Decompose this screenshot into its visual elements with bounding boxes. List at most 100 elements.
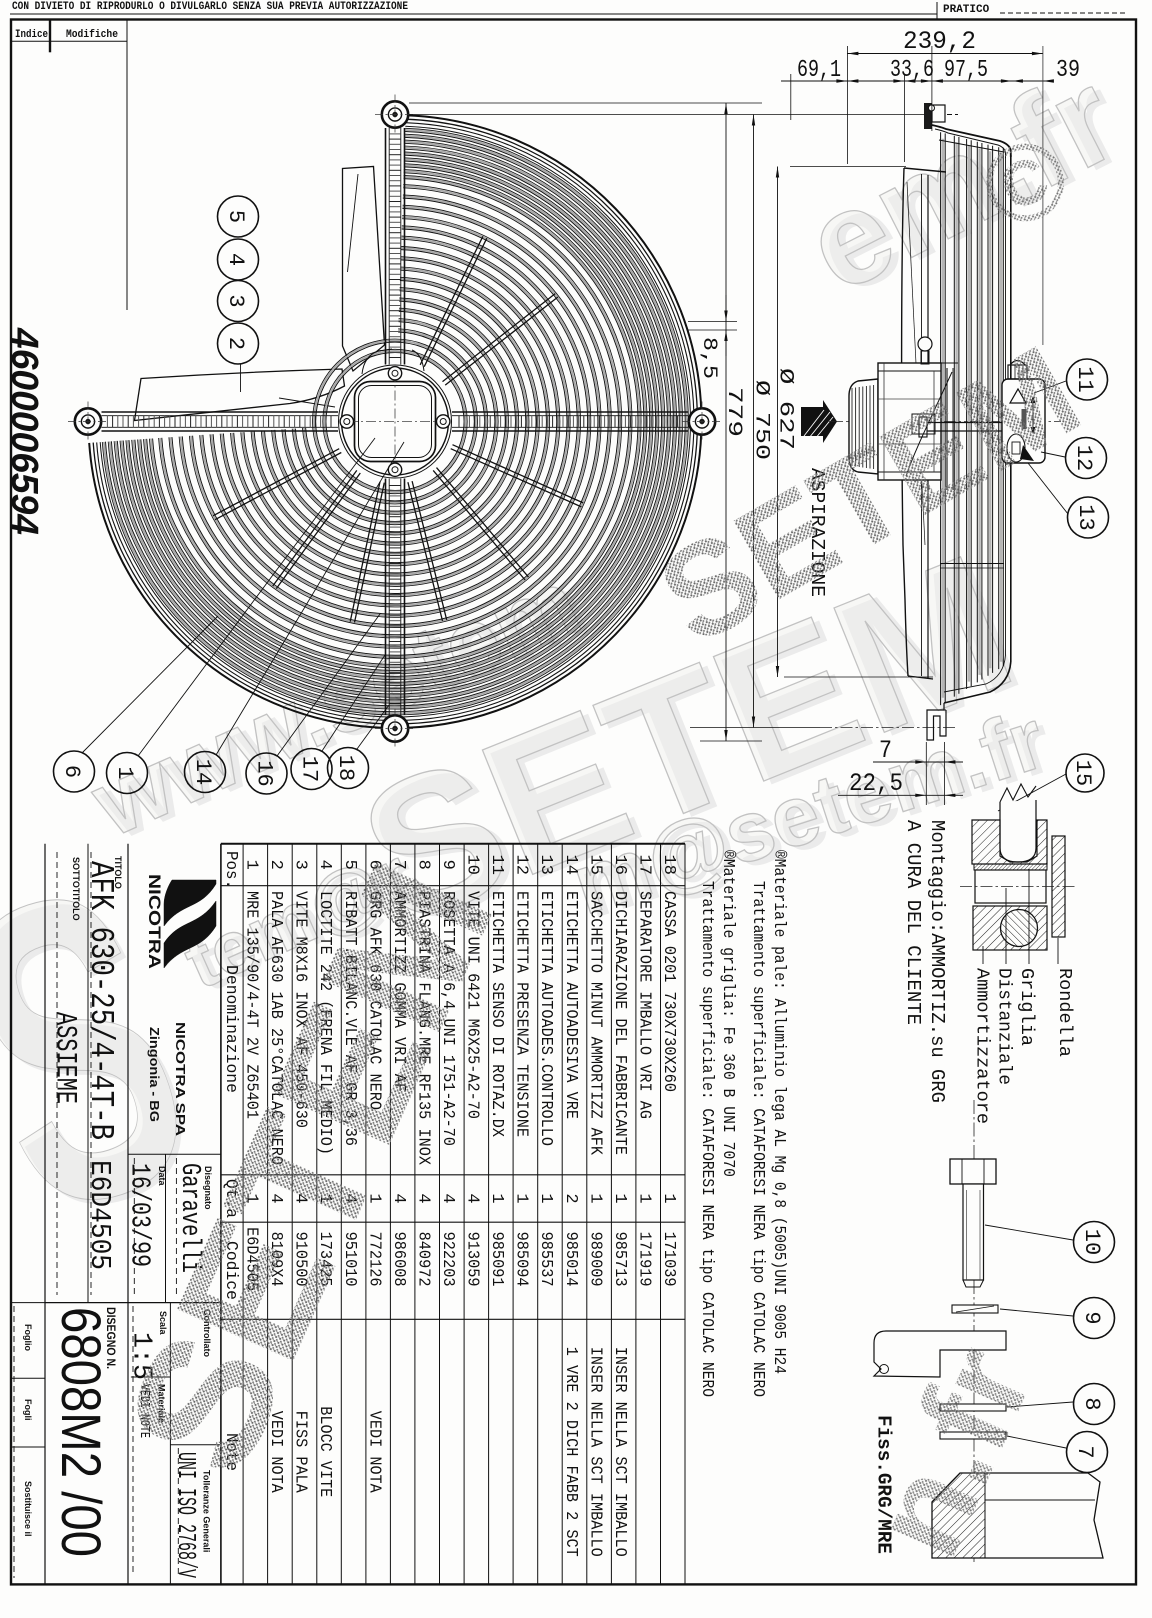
- svg-text:922203: 922203: [438, 1232, 457, 1287]
- svg-text:Trattamento superficiale: CATA: Trattamento superficiale: CATAFORESI NER…: [748, 881, 767, 1397]
- svg-text:Ammortizzatore: Ammortizzatore: [972, 968, 992, 1124]
- svg-text:8109X4: 8109X4: [266, 1232, 285, 1287]
- svg-text:2: 2: [223, 337, 248, 350]
- svg-text:18: 18: [333, 755, 358, 781]
- svg-text:Codice: Codice: [221, 1241, 240, 1300]
- svg-text:910500: 910500: [291, 1232, 310, 1287]
- svg-text:Indice: Indice: [15, 29, 48, 41]
- svg-text:ETICHETTA AUTOADESIVA VRE: ETICHETTA AUTOADESIVA VRE: [561, 891, 580, 1119]
- svg-text:1: 1: [634, 1193, 653, 1203]
- svg-text:1: 1: [315, 1193, 334, 1203]
- svg-text:Materiale: Materiale: [157, 1384, 167, 1423]
- svg-text:4: 4: [315, 860, 334, 870]
- svg-text:3: 3: [223, 294, 248, 307]
- svg-text:9: 9: [438, 860, 457, 870]
- svg-text:985537: 985537: [536, 1232, 555, 1287]
- svg-text:1: 1: [364, 1193, 383, 1203]
- svg-text:Tolleranze Generali: Tolleranze Generali: [202, 1470, 212, 1552]
- svg-text:8: 8: [413, 860, 432, 870]
- svg-text:Rondella: Rondella: [1054, 968, 1074, 1057]
- svg-text:4: 4: [266, 1193, 285, 1203]
- svg-text:SACCHETTO MINUT AMMORTIZZ AFK: SACCHETTO MINUT AMMORTIZZ AFK: [585, 891, 604, 1156]
- svg-text:Sostituisce il: Sostituisce il: [23, 1481, 33, 1537]
- svg-text:1: 1: [610, 1193, 629, 1203]
- svg-text:985014: 985014: [561, 1232, 580, 1287]
- svg-text:A CURA DEL CLIENTE: A CURA DEL CLIENTE: [902, 820, 924, 1025]
- svg-text:985094: 985094: [512, 1232, 531, 1287]
- svg-text:CASSA 0201 730X730X260: CASSA 0201 730X730X260: [659, 891, 678, 1092]
- svg-text:4: 4: [291, 1193, 310, 1203]
- svg-text:985713: 985713: [610, 1232, 629, 1287]
- svg-text:10: 10: [463, 854, 482, 874]
- svg-text:Ø 750: Ø 750: [750, 380, 773, 460]
- svg-text:Griglia: Griglia: [1016, 968, 1036, 1046]
- svg-text:7: 7: [879, 736, 892, 765]
- svg-text:Montaggio:AMMORTIZ.su GRG: Montaggio:AMMORTIZ.su GRG: [926, 820, 948, 1103]
- svg-text:989009: 989009: [585, 1232, 604, 1287]
- svg-text:Pos.: Pos.: [221, 851, 240, 889]
- svg-text:18: 18: [659, 854, 678, 874]
- svg-text:11: 11: [487, 854, 506, 874]
- svg-text:3: 3: [291, 860, 310, 870]
- svg-text:69,1: 69,1: [797, 57, 841, 84]
- svg-text:14: 14: [561, 854, 580, 874]
- svg-text:8,5: 8,5: [697, 337, 720, 379]
- svg-text:97,5: 97,5: [944, 57, 988, 84]
- svg-text:13: 13: [1073, 504, 1098, 530]
- svg-text:AFK 630-25/4-4T-B: AFK 630-25/4-4T-B: [82, 861, 119, 1140]
- svg-text:AMMORTIZZ GOMMA VRI AF: AMMORTIZZ GOMMA VRI AF: [389, 891, 408, 1092]
- svg-text:39: 39: [1056, 57, 1080, 84]
- svg-text:Fiss.GRG/MRE: Fiss.GRG/MRE: [873, 1415, 895, 1554]
- svg-text:1: 1: [512, 1193, 531, 1203]
- svg-text:NICOTRA SPA: NICOTRA SPA: [173, 1022, 188, 1137]
- svg-text:MRE 135/90/4-4T 2V Z65401: MRE 135/90/4-4T 2V Z65401: [242, 891, 261, 1119]
- svg-text:Note: Note: [221, 1433, 240, 1471]
- svg-text:GRG AFK 630 CATOLAC NERO: GRG AFK 630 CATOLAC NERO: [364, 891, 383, 1110]
- svg-text:5: 5: [223, 210, 248, 223]
- svg-text:VEDI NOTE: VEDI NOTE: [136, 1384, 152, 1438]
- svg-text:13: 13: [536, 854, 555, 874]
- svg-text:171039: 171039: [659, 1232, 678, 1287]
- svg-text:1: 1: [585, 1193, 604, 1203]
- svg-text:7: 7: [389, 860, 408, 870]
- svg-text:985091: 985091: [487, 1232, 506, 1287]
- svg-text:ASSIEME: ASSIEME: [48, 1012, 82, 1104]
- svg-text:951010: 951010: [340, 1232, 359, 1287]
- svg-text:4: 4: [463, 1193, 482, 1203]
- svg-text:VITE M8X16 INOX AF 450-630: VITE M8X16 INOX AF 450-630: [291, 891, 310, 1128]
- svg-text:11: 11: [1072, 366, 1097, 392]
- svg-text:17: 17: [297, 756, 322, 782]
- svg-text:22,5: 22,5: [849, 769, 903, 798]
- svg-text:10: 10: [1079, 1229, 1104, 1255]
- svg-text:PALA AF630 1AB 25°CATOLAC NERO: PALA AF630 1AB 25°CATOLAC NERO: [266, 891, 285, 1165]
- svg-text:14: 14: [190, 759, 215, 785]
- svg-text:4: 4: [340, 1193, 359, 1203]
- svg-text:Distanziale: Distanziale: [994, 968, 1014, 1085]
- svg-text:NICOTRA: NICOTRA: [145, 874, 164, 969]
- svg-text:8: 8: [1079, 1397, 1104, 1410]
- svg-text:16/03/99: 16/03/99: [124, 1163, 154, 1267]
- svg-text:FISS PALA: FISS PALA: [291, 1411, 310, 1494]
- svg-text:15: 15: [585, 854, 604, 874]
- svg-text:SOTTOTITOLO: SOTTOTITOLO: [71, 857, 81, 921]
- svg-text:4: 4: [413, 1193, 432, 1203]
- svg-text:Trattamento superficiale: CATA: Trattamento superficiale: CATAFORESI NER…: [697, 881, 716, 1397]
- svg-text:DICHIARAZIONE DEL FABBRICANTE: DICHIARAZIONE DEL FABBRICANTE: [610, 891, 629, 1155]
- svg-text:VEDI NOTA: VEDI NOTA: [364, 1411, 383, 1494]
- svg-text:E6D4505: E6D4505: [242, 1227, 261, 1291]
- svg-text:1: 1: [242, 860, 261, 870]
- svg-text:Qt.a: Qt.a: [221, 1179, 240, 1218]
- svg-text:DISEGNO N.: DISEGNO N.: [104, 1307, 118, 1369]
- svg-text:Zingonia - BG: Zingonia - BG: [147, 1027, 162, 1122]
- svg-text:772126: 772126: [364, 1232, 383, 1287]
- svg-text:4600006594: 4600006594: [3, 327, 45, 535]
- svg-text:173425: 173425: [315, 1232, 334, 1287]
- svg-text:2: 2: [266, 860, 285, 870]
- svg-text:E6D4505: E6D4505: [83, 1160, 116, 1270]
- svg-text:ROSETTA A 6,4 UNI 1751-A2-70: ROSETTA A 6,4 UNI 1751-A2-70: [438, 891, 457, 1146]
- svg-text:4: 4: [223, 253, 248, 266]
- svg-text:LOCTITE 242 (FRENA FIL MEDIO): LOCTITE 242 (FRENA FIL MEDIO): [315, 891, 334, 1155]
- svg-text:15: 15: [1070, 760, 1095, 786]
- svg-text:7: 7: [1072, 1445, 1097, 1458]
- svg-text:16: 16: [610, 854, 629, 874]
